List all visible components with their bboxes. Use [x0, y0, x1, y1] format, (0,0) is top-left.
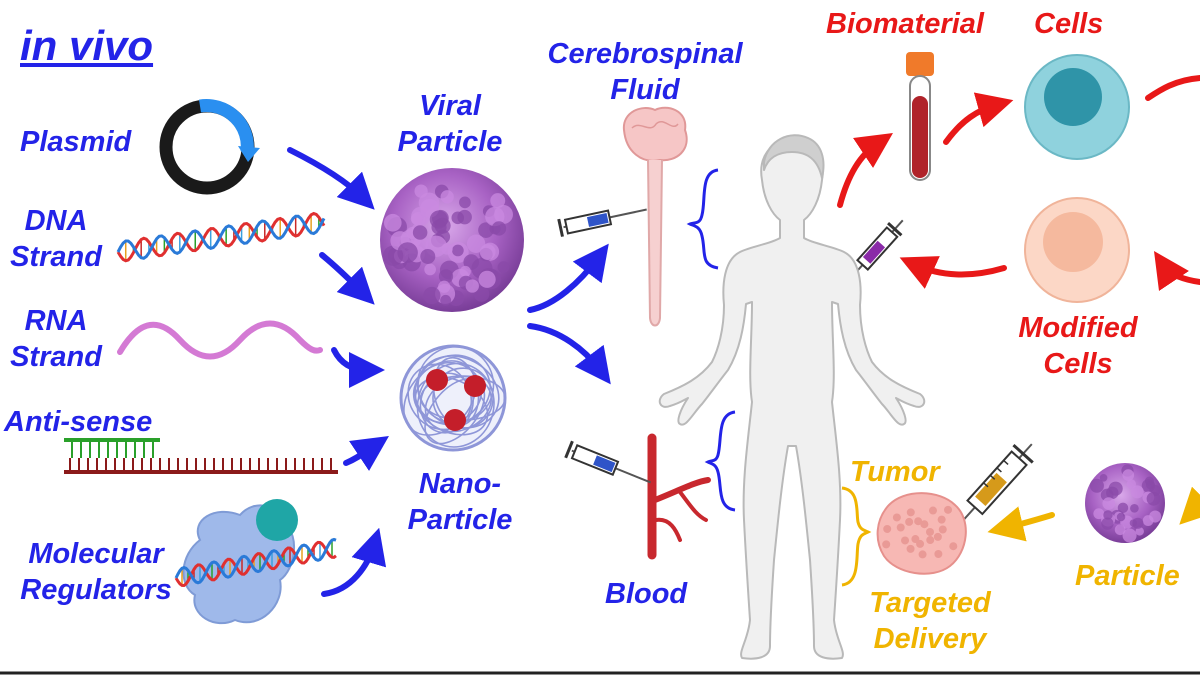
label-molecular-regulators: Molecular Regulators	[6, 536, 186, 608]
label-csf-line2: Fluid	[610, 74, 680, 106]
label-rna-line2: Strand	[10, 341, 102, 373]
label-regulators-line1: Molecular	[28, 538, 164, 570]
label-nano-line2: Particle	[407, 504, 513, 536]
label-regulators-line2: Regulators	[20, 574, 172, 606]
label-modified-line2: Cells	[1043, 348, 1113, 380]
label-delivery-line2: Delivery	[873, 623, 987, 655]
label-modified-cells: Modified Cells	[1004, 310, 1152, 382]
label-delivery-line1: Targeted	[869, 587, 991, 619]
rna-strand-icon	[117, 320, 323, 360]
heading-in-vivo: in vivo	[20, 22, 154, 69]
label-cells: Cells	[1034, 8, 1104, 40]
syringe-tumor-icon	[954, 443, 1034, 531]
label-targeted-delivery: Targeted Delivery	[860, 585, 1000, 657]
targeted-particle-icon	[1085, 463, 1165, 543]
label-nano-line1: Nano-	[418, 468, 502, 500]
label-particle: Particle	[1075, 560, 1180, 592]
route-braces	[686, 168, 736, 512]
label-dna-line2: Strand	[10, 241, 102, 273]
plasmid-icon	[159, 99, 260, 195]
modified-cell-icon	[1024, 197, 1130, 303]
label-rna-strand: RNA Strand	[8, 303, 104, 375]
label-anti-sense: Anti-sense	[4, 406, 153, 438]
cell-icon	[1024, 54, 1130, 160]
syringe-csf-icon	[557, 208, 647, 237]
label-blood: Blood	[605, 578, 688, 610]
human-body-icon	[658, 134, 926, 660]
label-dna-strand: DNA Strand	[8, 203, 104, 275]
label-tumor: Tumor	[850, 456, 940, 488]
label-nanoparticle: Nano- Particle	[380, 466, 540, 538]
syringe-blood-icon	[564, 440, 652, 484]
brain-spinal-cord-icon	[622, 106, 688, 327]
blood-tube-icon	[906, 52, 934, 181]
label-biomaterial: Biomaterial	[826, 8, 984, 40]
dna-regulator-icon	[174, 537, 337, 587]
nanoparticle-icon	[399, 344, 507, 452]
dna-strand-icon	[116, 211, 326, 263]
blood-vessel-icon	[647, 433, 711, 560]
label-viral-line2: Particle	[397, 126, 503, 158]
label-modified-line1: Modified	[1018, 312, 1138, 344]
label-csf-line1: Cerebrospinal	[547, 38, 743, 70]
antisense-icon	[64, 438, 338, 474]
label-viral-line1: Viral	[419, 90, 481, 122]
tumor-brace	[841, 486, 872, 587]
label-dna-line1: DNA	[24, 205, 88, 237]
ex-vivo-arrows	[837, 75, 1200, 291]
label-plasmid: Plasmid	[20, 126, 132, 158]
targeted-arrows	[987, 486, 1200, 542]
label-cerebrospinal-fluid: Cerebrospinal Fluid	[540, 36, 750, 108]
label-viral-particle: Viral Particle	[380, 88, 520, 160]
viral-particle-icon	[380, 168, 524, 312]
tumor-icon	[876, 492, 967, 575]
label-rna-line1: RNA	[24, 305, 88, 337]
payload-arrows	[287, 147, 611, 597]
